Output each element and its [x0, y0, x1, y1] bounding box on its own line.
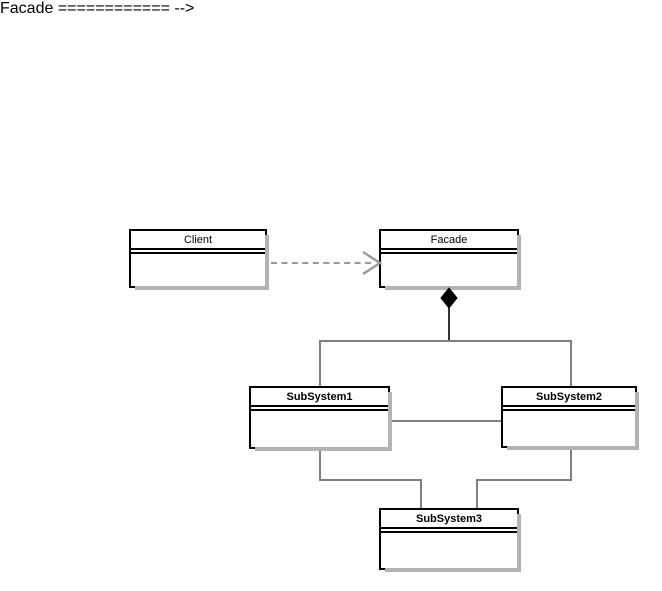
uml-class-subsystem2[interactable]: SubSystem2: [501, 386, 639, 450]
class-attributes-compartment: [381, 531, 517, 568]
class-name-label: SubSystem2: [535, 390, 603, 403]
class-name-label: SubSystem3: [415, 512, 483, 525]
class-attributes-compartment: [381, 252, 517, 286]
class-name-label: Facade: [430, 233, 468, 246]
class-title-bar: Facade: [381, 231, 517, 250]
class-attributes-compartment: [251, 409, 388, 447]
association-run-subsystem1-right: [319, 479, 422, 481]
class-attributes-compartment: [503, 409, 635, 446]
class-title-bar: Client: [131, 231, 265, 250]
uml-class-subsystem3[interactable]: SubSystem3: [379, 508, 521, 572]
association-leg-subsystem3-left: [420, 479, 422, 509]
association-leg-subsystem3-right: [476, 479, 478, 509]
compartment-gap: [381, 529, 517, 531]
uml-class-client[interactable]: Client: [129, 229, 269, 290]
class-attributes-compartment: [131, 252, 265, 286]
class-title-bar: SubSystem1: [251, 388, 388, 407]
dependency-line-client-facade: [271, 262, 371, 264]
class-title-bar: SubSystem2: [503, 388, 635, 407]
composition-bus-horizontal: [319, 340, 572, 342]
compartment-gap: [131, 250, 265, 252]
uml-class-subsystem1[interactable]: SubSystem1: [249, 386, 392, 451]
class-name-label: Client: [183, 233, 213, 246]
uml-class-facade[interactable]: Facade: [379, 229, 521, 290]
class-name-label: SubSystem1: [286, 390, 353, 403]
compartment-gap: [251, 407, 388, 409]
association-leg-subsystem2-down: [570, 447, 572, 481]
compartment-gap: [381, 250, 517, 252]
association-run-subsystem2-left: [476, 479, 572, 481]
composition-leg-subsystem2: [570, 340, 572, 387]
association-subsystem1-subsystem2: [389, 420, 502, 422]
composition-leg-subsystem1: [319, 340, 321, 387]
association-leg-subsystem1-down: [319, 448, 321, 481]
class-title-bar: SubSystem3: [381, 510, 517, 529]
composition-stem: [448, 300, 450, 341]
compartment-gap: [503, 407, 635, 409]
